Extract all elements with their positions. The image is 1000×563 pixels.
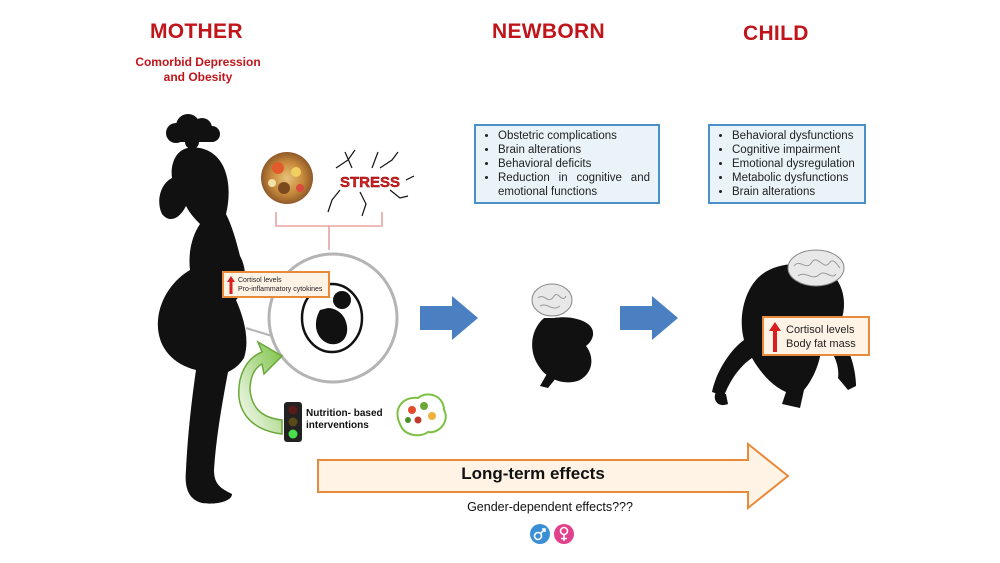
child-heading: CHILD [743, 22, 809, 45]
stress-icon [327, 149, 415, 217]
newborn-item: Reduction in cognitive and emotional fun… [498, 171, 650, 199]
long-term-arrow [317, 441, 790, 511]
mother-subtitle-line2: and Obesity [163, 70, 233, 84]
child-info-box: Behavioral dysfunctions Cognitive impair… [708, 124, 866, 204]
newborn-item: Obstetric complications [498, 129, 650, 143]
bracket [275, 212, 383, 250]
newborn-item: Brain alterations [498, 143, 650, 157]
green-curved-arrow [238, 340, 284, 435]
newborn-brain-icon [531, 283, 573, 317]
food-icon [261, 152, 313, 204]
mother-box-line1: Cortisol levels [238, 277, 282, 284]
intervention-line1: Nutrition- based [306, 408, 383, 419]
intervention-line2: interventions [306, 420, 369, 431]
child-brain-icon [787, 249, 845, 287]
child-box-line1: Cortisol levels [786, 324, 855, 336]
child-hormone-box: Cortisol levels Body fat mass [762, 316, 870, 356]
fetus-icon [300, 282, 364, 354]
mother-subtitle-line1: Comorbid Depression [135, 55, 261, 69]
newborn-item: Behavioral deficits [498, 157, 650, 171]
child-item: Emotional dysregulation [732, 157, 856, 171]
long-term-label: Long-term effects [461, 464, 605, 483]
stress-label: STRESS [340, 174, 400, 191]
newborn-info-box: Obstetric complications Brain alteration… [474, 124, 660, 204]
female-symbol-icon [554, 524, 574, 544]
umbilical-line [245, 327, 273, 337]
child-item: Cognitive impairment [732, 143, 856, 157]
blue-arrow-newborn-to-child [620, 296, 678, 340]
newborn-heading: NEWBORN [492, 20, 605, 43]
child-item: Brain alterations [732, 185, 856, 199]
male-symbol-icon [530, 524, 550, 544]
child-box-line2: Body fat mass [786, 338, 856, 350]
cloud-icon [166, 114, 220, 149]
mother-hormone-box: Cortisol levels Pro-inflammatory cytokin… [222, 271, 330, 298]
traffic-light-icon [284, 402, 302, 442]
mother-box-line2: Pro-inflammatory cytokines [238, 286, 323, 293]
blue-arrow-mother-to-newborn [420, 296, 478, 340]
gender-label: Gender-dependent effects??? [467, 500, 633, 514]
brain-food-icon [396, 393, 447, 437]
up-arrow-icon [769, 322, 781, 352]
mother-subtitle: Comorbid Depression and Obesity [118, 55, 278, 85]
child-item: Behavioral dysfunctions [732, 129, 856, 143]
up-arrow-icon [227, 276, 235, 294]
newborn-silhouette [532, 317, 594, 388]
mother-silhouette [157, 147, 247, 504]
mother-heading: MOTHER [150, 20, 243, 43]
intervention-label: Nutrition- based interventions [306, 408, 383, 432]
child-item: Metabolic dysfunctions [732, 171, 856, 185]
